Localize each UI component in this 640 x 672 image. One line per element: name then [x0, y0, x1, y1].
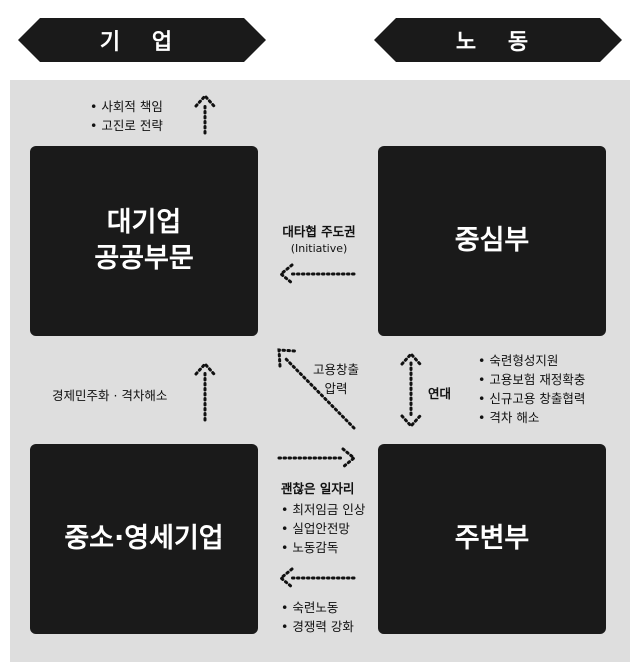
- box-large-line2: 공공부문: [94, 243, 194, 274]
- list-item: 숙련형성지원: [478, 351, 585, 370]
- box-large-line1: 대기업: [106, 207, 182, 238]
- arrow-vertical-solidarity: [400, 351, 422, 429]
- list-item: 경쟁력 강화: [281, 617, 353, 636]
- list-item: 사회적 책임: [90, 97, 162, 116]
- list-item: 최저임금 인상: [281, 500, 365, 519]
- solidarity-label: 연대: [428, 386, 452, 401]
- box-sme: 중소·영세기업: [30, 444, 258, 634]
- hiring-pressure-line2: 압력: [324, 381, 348, 396]
- arrow-up-top-left: [194, 93, 216, 135]
- skills-list: 숙련노동 경쟁력 강화: [281, 598, 354, 636]
- arrow-up-left-mid: [194, 361, 216, 422]
- list-item: 고진로 전략: [90, 116, 162, 135]
- economic-democratization-label: 경제민주화 · 격차해소: [52, 388, 168, 403]
- list-item: 신규고용 창출협력: [478, 389, 585, 408]
- initiative-subtitle: (Initiative): [290, 242, 348, 255]
- box-sme-label: 중소·영세기업: [64, 523, 224, 554]
- list-item: 고용보험 재정확충: [478, 370, 585, 389]
- arrow-diagonal-hiring: [277, 348, 356, 430]
- labor-support-list: 숙련형성지원 고용보험 재정확충 신규고용 창출협력 격차 해소: [478, 351, 585, 427]
- list-item: 실업안전망: [281, 519, 365, 538]
- box-periphery-label: 주변부: [454, 523, 530, 554]
- list-item: 노동감독: [281, 538, 365, 557]
- good-jobs-title: 괜찮은 일자리: [281, 481, 355, 496]
- initiative-title: 대타협 주도권: [282, 224, 356, 239]
- banner-business: 기 업: [18, 18, 266, 62]
- hiring-pressure-line1: 고용창출: [312, 362, 359, 377]
- list-item: 숙련노동: [281, 598, 354, 617]
- box-core-label: 중심부: [454, 225, 530, 256]
- hiring-pressure-label: 고용창출 압력: [306, 360, 366, 398]
- banner-labor: 노 동: [374, 18, 622, 62]
- box-periphery: 주변부: [378, 444, 606, 634]
- box-core: 중심부: [378, 146, 606, 336]
- arrow-right-good-jobs: [277, 447, 357, 469]
- arrow-left-initiative: [278, 263, 356, 285]
- social-responsibility-list: 사회적 책임 고진로 전략: [90, 97, 162, 135]
- arrow-left-skills: [278, 567, 356, 589]
- good-jobs-list: 최저임금 인상 실업안전망 노동감독: [281, 500, 365, 557]
- list-item: 격차 해소: [478, 408, 585, 427]
- box-large-public: 대기업 공공부문: [30, 146, 258, 336]
